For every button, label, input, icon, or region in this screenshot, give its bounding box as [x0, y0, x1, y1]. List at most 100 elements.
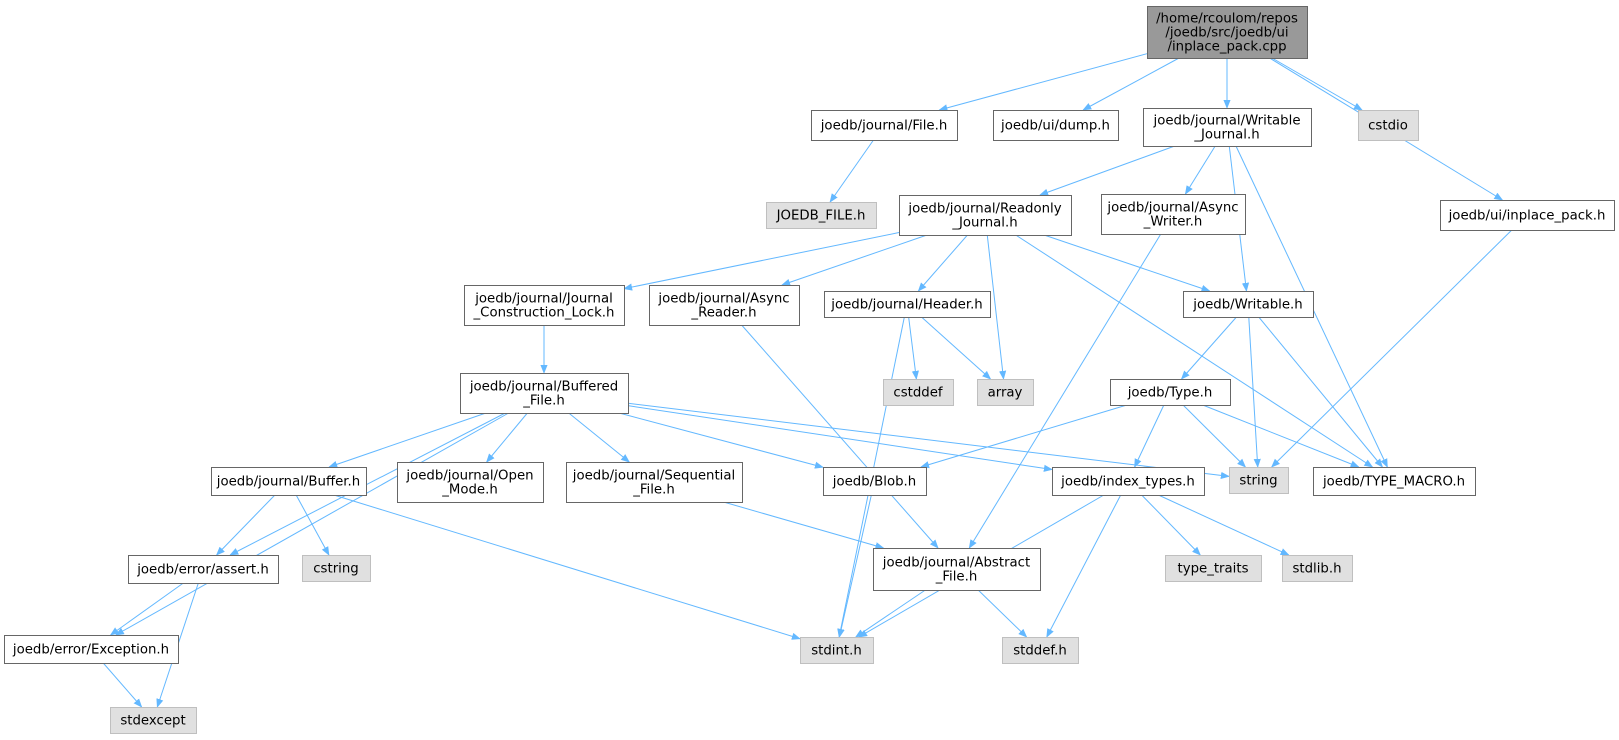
edge-buffered_file_h-to-open_mode_h — [486, 412, 528, 463]
node-stddef_h: stddef.h — [1002, 637, 1079, 664]
node-label-line: joedb/journal/Buffer.h — [216, 475, 360, 490]
node-writable_journal_h[interactable]: joedb/journal/Writable_Journal.h — [1143, 108, 1312, 147]
node-box — [464, 285, 625, 326]
node-label-line: stdexcept — [120, 714, 185, 729]
edge-buffered_file_h-to-assert_h — [229, 412, 506, 556]
node-box — [302, 555, 371, 582]
node-index_types_h[interactable]: joedb/index_types.h — [1052, 467, 1205, 496]
edge-abstract_file_h-to-stdint_h — [855, 589, 926, 638]
node-label-line: stdint.h — [811, 644, 862, 659]
node-sequential_file_h[interactable]: joedb/journal/Sequential_File.h — [566, 462, 743, 503]
node-box — [899, 195, 1072, 236]
edge-buffer_h-to-cstring — [295, 494, 330, 556]
node-label-line: _File.h — [522, 394, 565, 409]
node-label-line: joedb/ui/inplace_pack.h — [1448, 209, 1606, 224]
node-label-line: joedb/journal/Async — [1106, 201, 1238, 216]
node-label-line: /inplace_pack.cpp — [1167, 40, 1286, 55]
node-header_h[interactable]: joedb/journal/Header.h — [824, 291, 991, 318]
node-label-line: string — [1239, 474, 1277, 489]
node-box — [1229, 467, 1289, 494]
node-label-line: joedb/journal/Buffered — [469, 380, 618, 395]
node-abstract_file_h[interactable]: joedb/journal/Abstract_File.h — [873, 548, 1041, 591]
node-label-line: array — [988, 386, 1023, 401]
edge-abstract_file_h-to-stddef_h — [977, 589, 1028, 638]
node-label-line: joedb/journal/Abstract — [882, 556, 1030, 571]
edge-writable_h-to-string — [1248, 316, 1261, 468]
node-label-line: cstdio — [1368, 119, 1408, 134]
node-file_h[interactable]: joedb/journal/File.h — [811, 110, 958, 141]
edge-type_h-to-blob_h — [920, 404, 1127, 469]
node-label-line: _Journal.h — [951, 216, 1017, 231]
node-open_mode_h[interactable]: joedb/journal/Open_Mode.h — [397, 462, 544, 503]
edge-readonly_journal_h-to-writable_h — [1043, 234, 1211, 292]
node-label-line: joedb/journal/File.h — [820, 119, 948, 134]
node-label-line: joedb/journal/Async — [657, 292, 789, 307]
edge-root-to-dump_h — [1082, 57, 1180, 111]
node-assert_h[interactable]: joedb/error/assert.h — [128, 555, 279, 584]
edge-index_types_h-to-type_traits — [1141, 494, 1201, 556]
edge-buffered_file_h-to-string — [627, 402, 1230, 480]
edge-index_types_h-to-stddef_h — [1046, 494, 1122, 638]
node-async_reader_h[interactable]: joedb/journal/Async_Reader.h — [649, 285, 800, 326]
node-async_writer_h[interactable]: joedb/journal/Async_Writer.h — [1101, 194, 1246, 235]
node-box — [649, 285, 800, 326]
edge-buffered_file_h-to-sequential_file_h — [568, 412, 630, 463]
node-box — [811, 110, 958, 141]
node-box — [566, 462, 743, 503]
node-label-line: _Journal.h — [1193, 128, 1259, 143]
edge-type_h-to-string — [1182, 404, 1247, 468]
node-inplace_pack_h[interactable]: joedb/ui/inplace_pack.h — [1440, 200, 1615, 231]
node-buffered_file_h[interactable]: joedb/journal/Buffered_File.h — [460, 373, 629, 414]
edge-readonly_journal_h-to-array — [986, 234, 1007, 380]
edge-writable_h-to-type_h — [1180, 316, 1237, 380]
edge-writable_h-to-type_macro_h — [1258, 316, 1384, 468]
node-exception_h[interactable]: joedb/error/Exception.h — [4, 635, 179, 664]
node-box — [1165, 555, 1262, 582]
edge-type_h-to-index_types_h — [1134, 404, 1165, 468]
node-box — [4, 635, 179, 664]
edge-inplace_pack_h-to-string — [1271, 229, 1513, 468]
edge-readonly_journal_h-to-header_h — [917, 234, 968, 292]
edge-buffer_h-to-stdint_h — [333, 494, 801, 640]
node-dump_h[interactable]: joedb/ui/dump.h — [993, 110, 1119, 141]
node-label-line: type_traits — [1177, 562, 1248, 577]
node-box — [977, 379, 1034, 406]
node-box — [993, 110, 1119, 141]
edge-readonly_journal_h-to-journal_construction_lock_h — [623, 232, 900, 291]
node-journal_construction_lock_h[interactable]: joedb/journal/Journal_Construction_Lock.… — [464, 285, 625, 326]
node-label-line: joedb/journal/Sequential — [572, 469, 735, 484]
edge-header_h-to-cstddef — [908, 316, 919, 380]
edge-blob_h-to-stdint_h — [837, 494, 872, 638]
edge-type_h-to-type_macro_h — [1202, 404, 1360, 468]
node-type_macro_h[interactable]: joedb/TYPE_MACRO.h — [1313, 467, 1476, 496]
edge-buffered_file_h-to-blob_h — [618, 412, 824, 469]
edge-root-to-cstdio — [1271, 57, 1363, 111]
node-type_h[interactable]: joedb/Type.h — [1110, 379, 1231, 406]
node-buffer_h[interactable]: joedb/journal/Buffer.h — [211, 467, 367, 496]
node-box — [1147, 6, 1308, 59]
node-array: array — [977, 379, 1034, 406]
header-nodes: /home/rcoulom/repos/joedb/src/joedb/ui/i… — [4, 6, 1615, 734]
node-label-line: joedb/ui/dump.h — [1000, 119, 1110, 134]
node-box — [873, 548, 1041, 591]
node-box — [883, 379, 954, 406]
node-label-line: joedb/journal/Header.h — [830, 298, 982, 313]
node-cstddef: cstddef — [883, 379, 954, 406]
node-blob_h[interactable]: joedb/Blob.h — [823, 467, 927, 496]
node-box — [1002, 637, 1079, 664]
node-box — [1143, 108, 1312, 147]
node-label-line: _File.h — [632, 483, 675, 498]
node-stdexcept: stdexcept — [110, 707, 197, 734]
node-label-line: joedb/TYPE_MACRO.h — [1322, 475, 1465, 490]
node-label-line: joedb/error/assert.h — [136, 563, 269, 578]
node-root[interactable]: /home/rcoulom/repos/joedb/src/joedb/ui/i… — [1147, 6, 1308, 59]
node-label-line: _File.h — [935, 570, 978, 585]
node-readonly_journal_h[interactable]: joedb/journal/Readonly_Journal.h — [899, 195, 1072, 236]
edge-header_h-to-array — [921, 316, 992, 380]
node-box — [1101, 194, 1246, 235]
node-label-line: _Writer.h — [1143, 215, 1203, 230]
edge-async_writer_h-to-abstract_file_h — [968, 233, 1162, 549]
node-writable_h[interactable]: joedb/Writable.h — [1183, 291, 1314, 318]
edge-assert_h-to-exception_h — [109, 582, 184, 636]
